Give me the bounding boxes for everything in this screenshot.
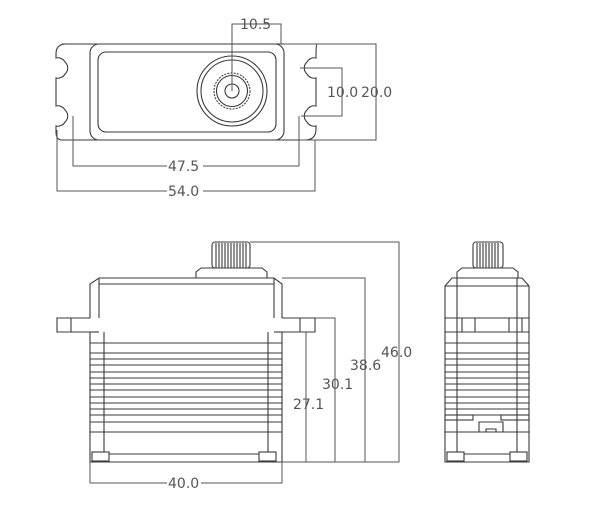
dim-line-46-0 bbox=[250, 241, 400, 463]
side-cooling-fins bbox=[90, 342, 282, 433]
side-view: 46.0 38.6 30.1 27.1 40.0 bbox=[56, 241, 412, 492]
side-tab-right bbox=[282, 317, 316, 333]
dim-label-10-5: 10.5 bbox=[240, 17, 271, 33]
side-foot-left bbox=[91, 451, 110, 462]
dim-label-38-6: 38.6 bbox=[350, 358, 381, 374]
dim-line-10-5 bbox=[231, 23, 282, 91]
dim-label-54-0: 54.0 bbox=[168, 184, 199, 200]
front-view bbox=[444, 241, 530, 463]
dim-label-46-0: 46.0 bbox=[381, 345, 412, 361]
front-slot-left bbox=[444, 414, 474, 421]
side-spline-teeth bbox=[215, 243, 247, 268]
side-foot-right bbox=[258, 451, 277, 462]
dim-label-27-1: 27.1 bbox=[293, 397, 324, 413]
dim-line-54-0-right bbox=[203, 140, 316, 192]
front-cooling-fins bbox=[445, 342, 529, 416]
front-spline-teeth bbox=[476, 243, 499, 268]
side-case-top bbox=[89, 277, 283, 318]
front-foot-right bbox=[509, 451, 528, 462]
dim-line-54-0-left bbox=[56, 130, 167, 192]
top-body-inner bbox=[97, 51, 277, 133]
side-tab-left bbox=[56, 317, 90, 333]
front-boss bbox=[456, 267, 519, 278]
dim-line-47-5-right bbox=[203, 116, 300, 167]
dim-label-47-5: 47.5 bbox=[168, 159, 199, 175]
dim-line-47-5-left bbox=[72, 116, 167, 167]
dim-line-40-0-left bbox=[89, 462, 167, 484]
dim-line-20-0 bbox=[284, 43, 377, 141]
top-view: 10.5 10.0 20.0 47.5 54.0 bbox=[55, 17, 392, 200]
dim-label-40-0: 40.0 bbox=[168, 476, 199, 492]
top-body-outer bbox=[89, 43, 285, 141]
dim-line-38-6 bbox=[282, 277, 366, 462]
front-wire-exit bbox=[478, 421, 504, 433]
front-foot-left bbox=[446, 451, 465, 462]
dim-line-40-0-right bbox=[201, 462, 283, 484]
front-case-outline bbox=[444, 277, 530, 463]
top-flange-outline bbox=[55, 43, 318, 141]
front-slot-right bbox=[500, 414, 530, 421]
dim-label-30-1: 30.1 bbox=[322, 377, 353, 393]
dim-line-30-1 bbox=[315, 317, 336, 462]
side-boss bbox=[195, 267, 268, 278]
dim-line-10-0 bbox=[300, 67, 343, 117]
dim-label-10-0: 10.0 bbox=[327, 85, 358, 101]
dim-label-20-0: 20.0 bbox=[361, 85, 392, 101]
